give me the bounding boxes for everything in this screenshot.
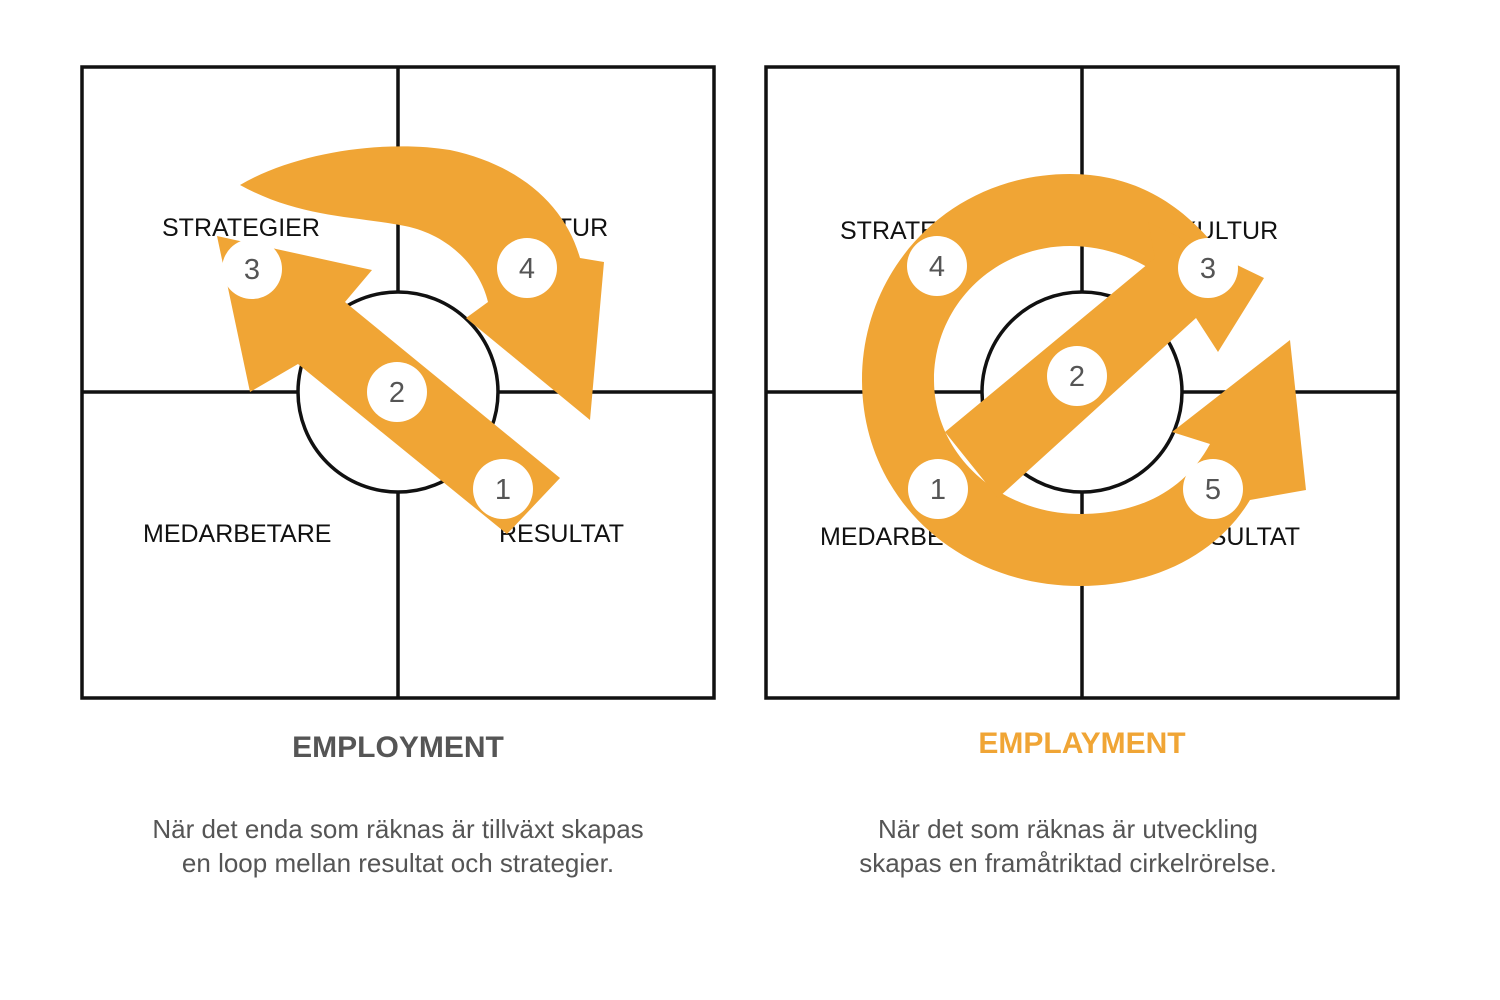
left-description-line-2: en loop mellan resultat och strategier. [181, 848, 615, 878]
left-step-4: 4 [497, 238, 557, 298]
right-step-1-label: 1 [930, 474, 946, 506]
left-step-3: 3 [222, 239, 282, 299]
right-step-3-label: 3 [1200, 253, 1216, 285]
left-step-markers: 1 2 3 4 [222, 238, 557, 519]
left-step-2-label: 2 [389, 377, 405, 409]
right-step-2-label: 2 [1069, 361, 1085, 393]
right-step-5: 5 [1183, 459, 1243, 519]
right-panel-title: EMPLAYMENT [978, 727, 1186, 760]
right-step-3: 3 [1178, 238, 1238, 298]
right-step-5-label: 5 [1205, 474, 1221, 506]
left-label-medarbetare: MEDARBETARE [143, 520, 331, 548]
left-step-3-label: 3 [244, 254, 260, 286]
left-curved-arrow [240, 146, 604, 420]
left-step-4-label: 4 [519, 253, 535, 285]
right-step-4-label: 4 [929, 251, 945, 283]
right-description-line-2: skapas en framåtriktad cirkelrörelse. [859, 848, 1277, 878]
right-step-2: 2 [1047, 346, 1107, 406]
right-panel-description: När det som räknas är utveckling skapas … [748, 812, 1388, 880]
right-diagonal-arrow [945, 222, 1264, 498]
left-description-line-1: När det enda som räknas är tillväxt skap… [152, 814, 644, 844]
left-label-strategier: STRATEGIER [162, 214, 320, 242]
left-label-resultat: RESULTAT [499, 520, 624, 548]
right-step-markers: 1 2 3 4 5 [907, 236, 1243, 519]
left-panel-title: EMPLOYMENT [292, 731, 504, 764]
left-panel-description: När det enda som räknas är tillväxt skap… [78, 812, 718, 880]
left-step-1: 1 [473, 459, 533, 519]
right-step-1: 1 [908, 459, 968, 519]
right-step-4: 4 [907, 236, 967, 296]
left-step-2: 2 [367, 362, 427, 422]
right-description-line-1: När det som räknas är utveckling [877, 814, 1259, 844]
left-step-1-label: 1 [495, 474, 511, 506]
